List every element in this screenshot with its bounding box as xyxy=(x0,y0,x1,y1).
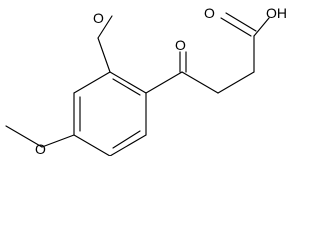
carboxyl-double-bond-2 xyxy=(225,12,257,32)
methoxy-top-bond-ring xyxy=(97,37,111,73)
chain-bond-1 xyxy=(181,71,219,94)
molecule-bonds xyxy=(5,12,270,156)
carbonyl-oxygen-label: O xyxy=(204,5,215,21)
methoxy-top-bond-methyl xyxy=(97,15,113,39)
ring-bond-6 xyxy=(73,71,111,94)
atom-labels: O O O O OH xyxy=(35,5,287,156)
methoxy-bottom-oxygen-label: O xyxy=(35,141,46,156)
methoxy-bottom-bond-methyl xyxy=(5,125,43,148)
ring-double-bond-2 xyxy=(112,130,141,149)
chemical-structure-diagram: O O O O OH xyxy=(5,5,287,156)
methoxy-bottom-bond-ring xyxy=(41,134,75,148)
carboxyl-double-bond-1 xyxy=(220,17,252,37)
methoxy-top-oxygen-label: O xyxy=(93,10,104,26)
chain-bond-2 xyxy=(217,71,255,94)
ring-bond-4 xyxy=(73,134,111,156)
ring-bond-3 xyxy=(109,134,147,156)
carboxyl-single-bond xyxy=(253,17,270,37)
ring-to-carbonyl-bond xyxy=(145,71,183,94)
carboxylic-acid-label: OH xyxy=(266,5,287,21)
ring-double-bond-1 xyxy=(112,78,141,96)
ring-bond-1 xyxy=(109,71,147,94)
ketone-oxygen-label: O xyxy=(175,37,186,53)
